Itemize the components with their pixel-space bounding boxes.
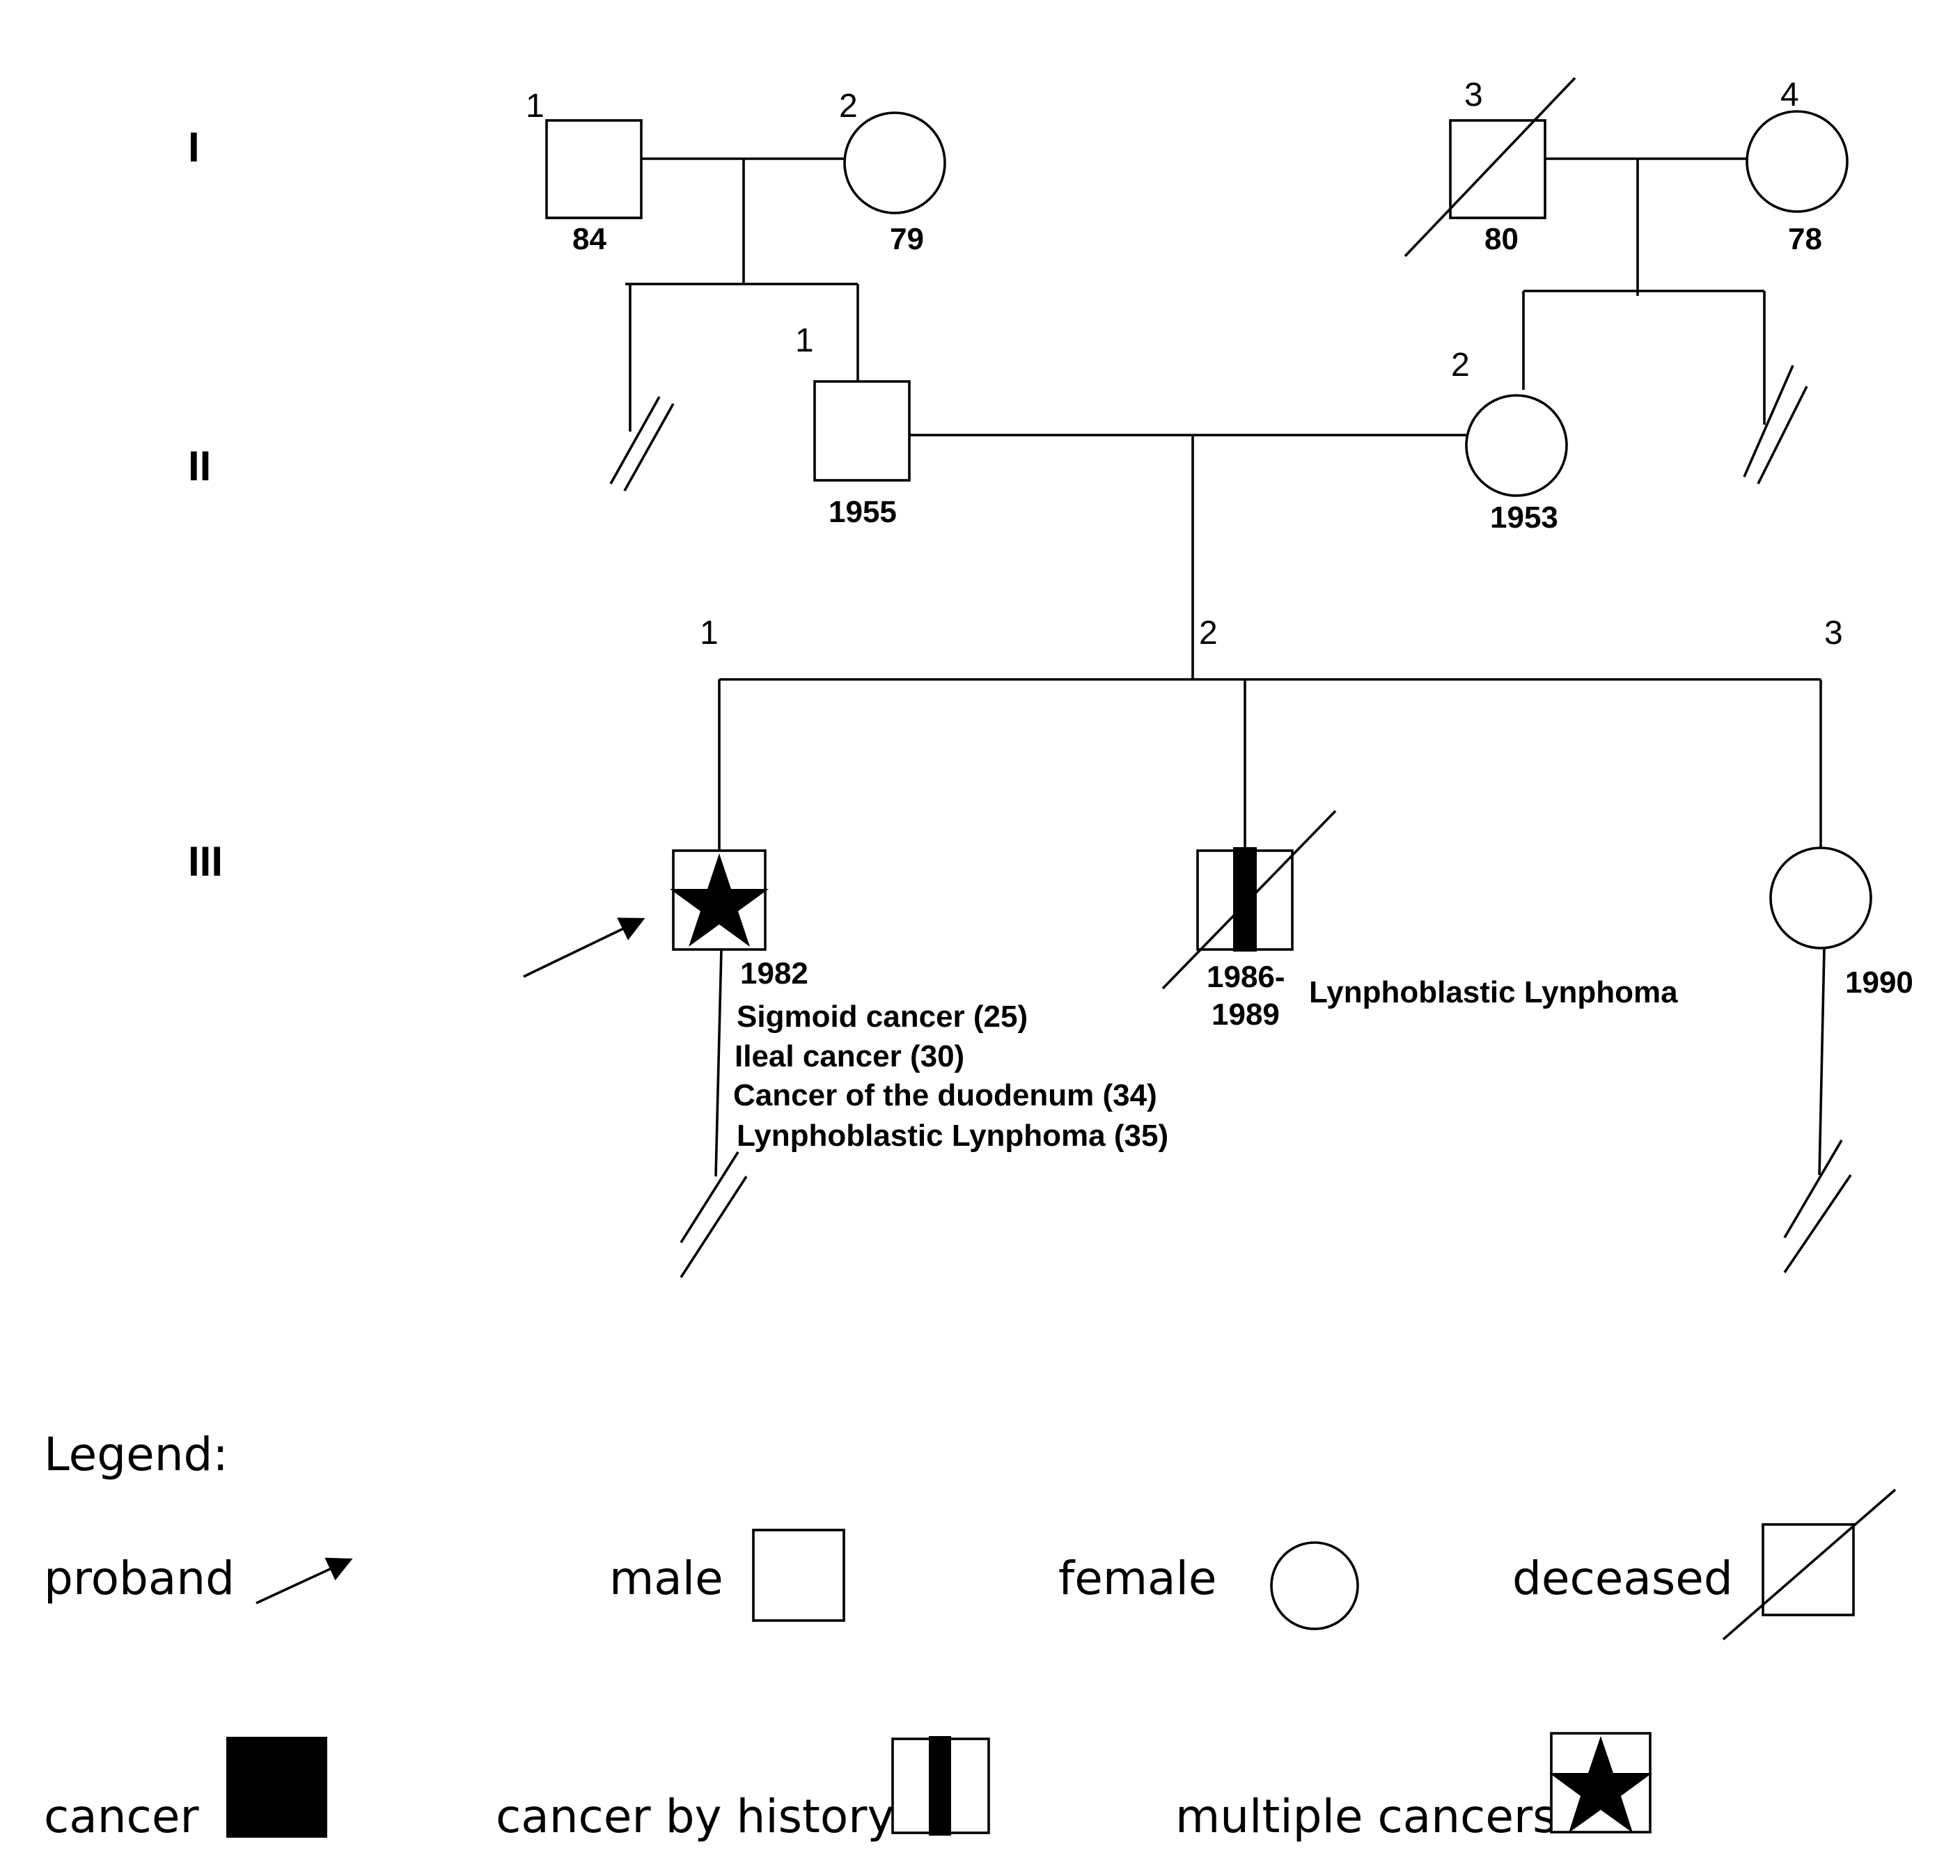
proband-arrow: [523, 917, 645, 978]
individual-age: 1953: [1490, 500, 1558, 535]
individual-age: 78: [1788, 222, 1822, 256]
individual-years: 1989: [1212, 998, 1280, 1032]
female-symbol: [1465, 394, 1568, 497]
legend-label-male: male: [609, 1552, 723, 1605]
sibling-number: 3: [1824, 615, 1843, 652]
individual-number: 3: [1464, 77, 1483, 113]
offspring-line-cut: [714, 949, 723, 1177]
sibling-number: 1: [700, 615, 719, 652]
history-bar-icon: [929, 1736, 951, 1836]
legend-label-cancer: cancer: [44, 1790, 199, 1843]
diagnosis-line: Lynphoblastic Lynphoma (35): [737, 1119, 1168, 1153]
filled-square-icon: [226, 1737, 327, 1838]
diagnosis-line: Ileal cancer (30): [735, 1039, 964, 1073]
generation-label-I: I: [188, 124, 200, 171]
legend-label-proband: proband: [44, 1552, 235, 1605]
female-symbol: [1746, 110, 1849, 213]
cut-mark: [1783, 1174, 1852, 1274]
individual-number: 2: [1451, 347, 1470, 384]
generation-label-III: III: [188, 838, 223, 885]
cut-mark: [609, 396, 661, 484]
individual-I1: 1 84: [526, 88, 643, 256]
cut-mark: [623, 403, 675, 491]
individual-I3: 3 80: [1404, 77, 1576, 258]
history-bar: [1233, 847, 1257, 952]
legend-title: Legend:: [44, 1428, 228, 1481]
circle-icon: [1270, 1541, 1359, 1630]
deceased-slash: [1404, 77, 1576, 258]
generation-label-II: II: [188, 443, 211, 489]
diagnosis-line: Sigmoid cancer (25): [737, 1000, 1028, 1034]
individual-birth-year: 1990: [1845, 965, 1913, 1000]
individual-age: 1955: [829, 495, 897, 529]
arrow-icon: [256, 1557, 353, 1605]
legend-label-deceased: deceased: [1512, 1552, 1733, 1605]
individual-age: 84: [572, 222, 606, 256]
cut-mark: [1743, 365, 1794, 478]
cut-mark: [1757, 386, 1808, 484]
cut-mark: [680, 1176, 748, 1278]
female-symbol: [1769, 846, 1872, 949]
female-symbol: [843, 111, 946, 214]
male-symbol: [545, 119, 643, 219]
cut-mark: [1783, 1140, 1843, 1238]
individual-I2: 2 79: [839, 88, 946, 256]
star-icon: [670, 853, 769, 947]
individual-II1: 1 1955: [795, 322, 911, 529]
individual-birth-year: 1982: [740, 956, 808, 991]
individual-III2: 1986- 1989 Lynphoblastic Lynphoma: [1161, 810, 1678, 1032]
star-icon: [1549, 1736, 1652, 1833]
legend-label-cancer-by-history: cancer by history: [496, 1790, 895, 1843]
individual-III1: 1982 Sigmoid cancer (25) Ileal cancer (3…: [670, 849, 1168, 1153]
individual-age: 80: [1484, 222, 1519, 256]
individual-number: 1: [795, 322, 814, 359]
individual-years: 1986-: [1207, 960, 1285, 994]
slash-icon: [1722, 1488, 1897, 1641]
sibling-number: 2: [1199, 615, 1218, 652]
diagnosis-line: Lynphoblastic Lynphoma: [1309, 975, 1678, 1009]
individual-II2: 2 1953: [1451, 347, 1568, 535]
individual-III3: 1990: [1769, 846, 1913, 1000]
individual-I4: 4 78: [1746, 77, 1849, 256]
cut-mark: [680, 1151, 739, 1243]
male-symbol: [1449, 119, 1546, 219]
individual-number: 4: [1780, 77, 1799, 113]
male-symbol: [813, 380, 911, 482]
offspring-line-cut: [1818, 947, 1826, 1176]
deceased-slash: [1161, 810, 1337, 990]
individual-number: 1: [526, 88, 544, 125]
individual-age: 79: [890, 222, 924, 256]
legend: Legend: proband male female deceased can…: [44, 1428, 1897, 1843]
square-icon: [752, 1529, 845, 1622]
individual-number: 2: [839, 88, 858, 125]
legend-label-multiple-cancers: multiple cancers: [1175, 1790, 1556, 1843]
diagnosis-line: Cancer of the duodenum (34): [733, 1078, 1157, 1112]
legend-label-female: female: [1058, 1552, 1217, 1605]
